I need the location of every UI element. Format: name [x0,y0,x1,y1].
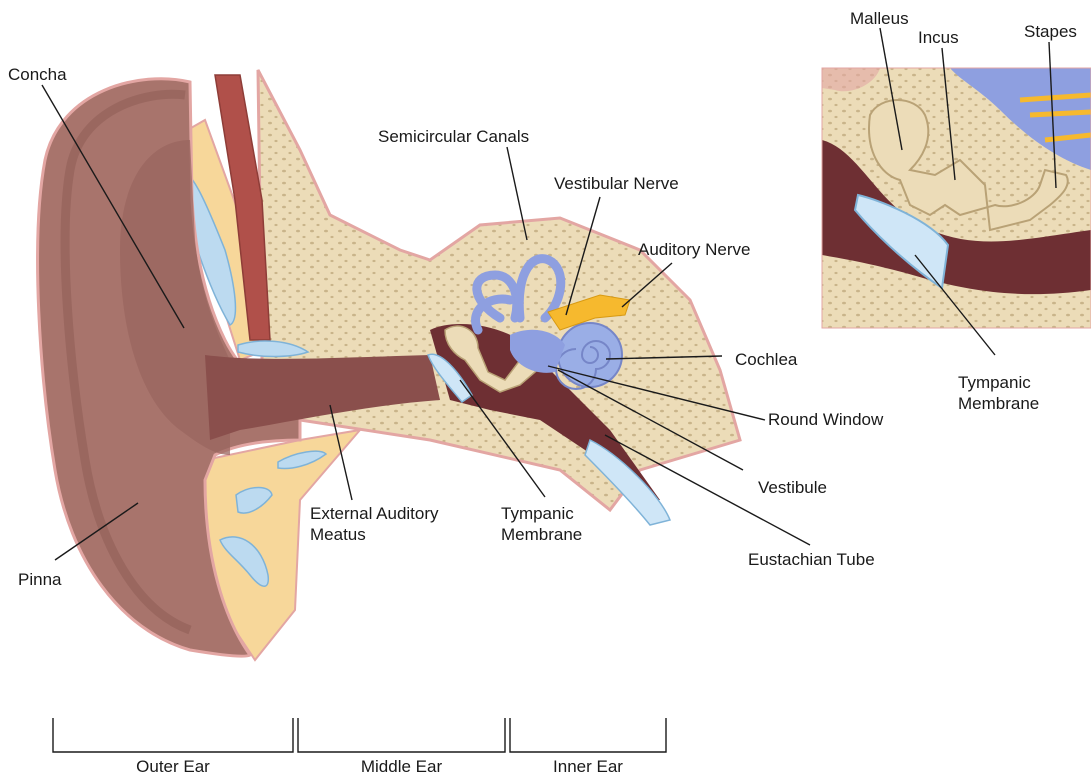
label-cochlea: Cochlea [735,349,797,370]
label-inset-malleus: Malleus [850,8,909,29]
label-eustachian-tube: Eustachian Tube [748,549,875,570]
label-vestibule: Vestibule [758,477,827,498]
label-concha: Concha [8,64,67,85]
bracket-outer [53,718,293,752]
label-inset-stapes: Stapes [1024,21,1077,42]
label-round-window: Round Window [768,409,883,430]
label-inset-tympanic-2: Membrane [958,393,1039,414]
label-auditory-nerve: Auditory Nerve [638,239,750,260]
label-pinna: Pinna [18,569,61,590]
region-label-inner: Inner Ear [510,756,666,777]
label-vestibular-nerve: Vestibular Nerve [554,173,679,194]
bracket-middle [298,718,505,752]
label-semicircular-canals: Semicircular Canals [378,126,529,147]
bracket-inner [510,718,666,752]
region-label-outer: Outer Ear [53,756,293,777]
label-eam-1: External Auditory [310,503,439,524]
region-label-middle: Middle Ear [298,756,505,777]
label-inset-tympanic-1: Tympanic [958,372,1031,393]
label-eam-2: Meatus [310,524,366,545]
label-inset-incus: Incus [918,27,959,48]
inset-view [822,68,1091,328]
label-tympanic-1: Tympanic [501,503,574,524]
label-tympanic-2: Membrane [501,524,582,545]
